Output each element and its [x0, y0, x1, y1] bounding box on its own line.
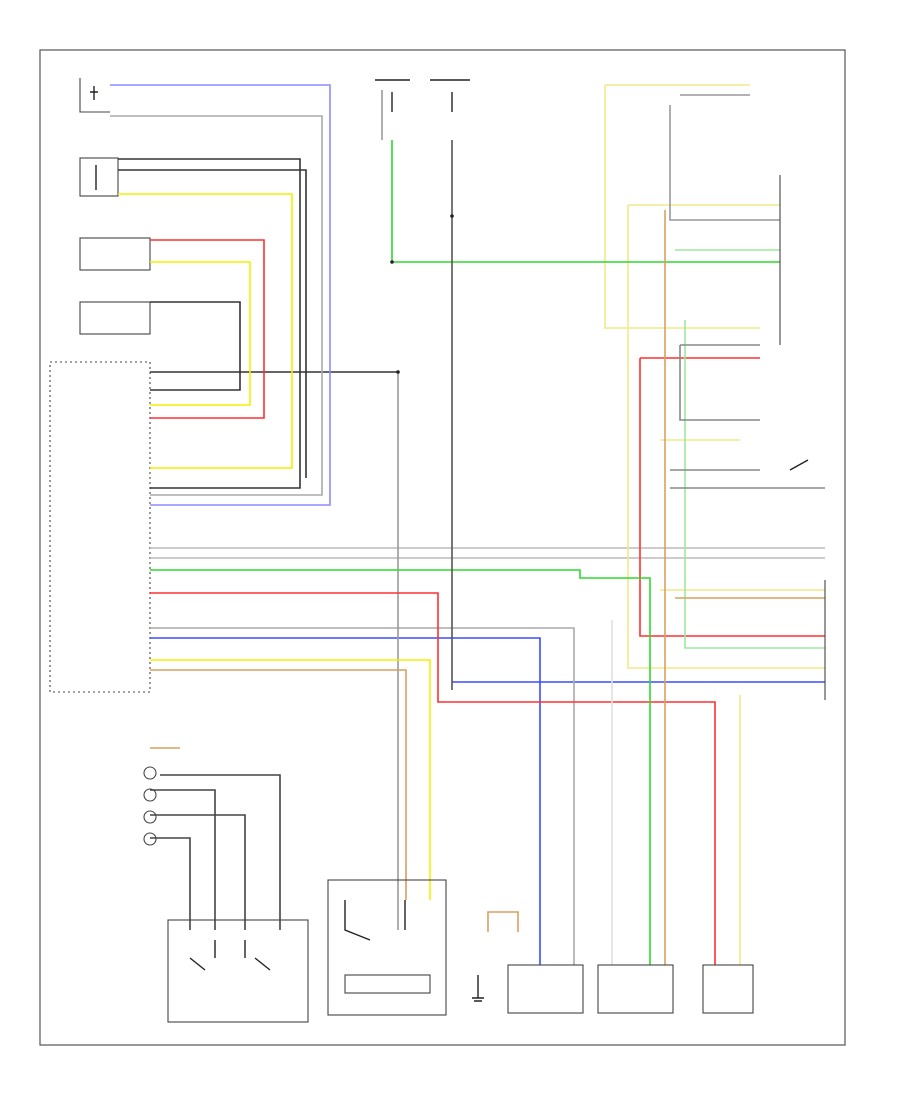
wire-yellow [118, 193, 293, 469]
airbag-sensor-box [79, 237, 151, 271]
dash-module-1 [507, 964, 584, 1014]
wire-black [160, 774, 281, 930]
steering-wheel-control-module [167, 919, 309, 1023]
driver-seat-belt-switch-box [79, 78, 110, 113]
fuse-block [375, 79, 470, 112]
switch-icon [789, 459, 809, 471]
right-connector [779, 175, 826, 700]
wire-black [150, 789, 216, 930]
splice-dot [450, 214, 454, 218]
green-wires [150, 140, 825, 965]
wire-grey [150, 627, 575, 965]
red-wires [150, 239, 825, 965]
splice-dot [396, 370, 400, 374]
wire-red [150, 239, 265, 419]
switch-icon [344, 900, 406, 941]
wire-black [150, 301, 241, 391]
wire-blue [150, 637, 541, 965]
wire-tan [487, 911, 519, 932]
wire-green [684, 320, 825, 649]
wire-yellow [150, 261, 251, 406]
left-components [49, 78, 151, 693]
switch-icon [90, 86, 98, 100]
diagram-frame [39, 49, 846, 1046]
wire-pale-yellow [627, 205, 825, 669]
lamp-icon [143, 810, 157, 824]
wire-black [150, 837, 191, 930]
clockspring-coil [344, 974, 431, 994]
wire-red [150, 592, 716, 965]
wire-black [150, 814, 246, 930]
wire-red [639, 358, 825, 637]
center-wires [390, 94, 825, 965]
wire-grey-right [679, 345, 760, 421]
airbag-control-module-edge [49, 361, 151, 693]
ground-icon [472, 975, 484, 1002]
wire-black [118, 169, 307, 478]
wire-yellow [150, 659, 431, 900]
seat-sensor-module [702, 964, 754, 1014]
lamp-icon [143, 832, 157, 846]
wire-grey-right [669, 105, 780, 221]
wire-green [150, 569, 651, 965]
wire-green [391, 140, 780, 263]
switch-icon [189, 957, 271, 971]
black-wires [118, 158, 398, 930]
wire-blue [110, 84, 331, 506]
wire-tan [150, 669, 407, 900]
blue-wires [110, 84, 825, 965]
splice-dot [390, 260, 394, 264]
wire-pale-yellow [604, 85, 760, 329]
wire-grey [110, 115, 323, 496]
yellow-wires [118, 84, 825, 965]
dash-module-2 [597, 964, 674, 1014]
wire-black [118, 158, 301, 489]
lamp-icon [143, 766, 157, 780]
fuse-icon [391, 92, 453, 112]
driver-seat-belt-sensor-box [79, 157, 119, 197]
switch-icon [214, 940, 246, 958]
lamp-icon [143, 788, 157, 802]
clockspring-module [327, 879, 447, 1016]
lamp-group [143, 766, 157, 846]
bottom-modules [167, 879, 754, 1023]
seat-position-sensor-box [79, 301, 151, 335]
tan-wires [150, 210, 825, 965]
